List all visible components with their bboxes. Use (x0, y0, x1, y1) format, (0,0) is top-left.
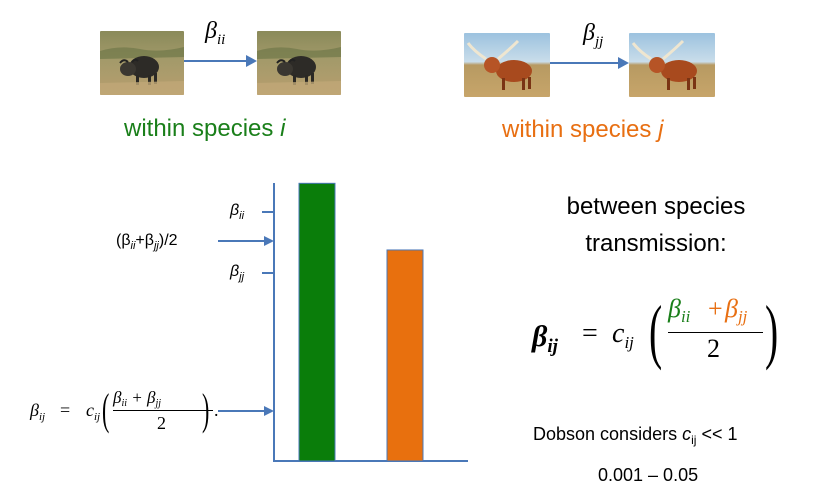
transmission-arrow-jj (550, 57, 629, 69)
bar-beta-ii (298, 182, 336, 462)
tick-label-beta-ii: βii (230, 202, 245, 222)
cattle-photo-before (464, 33, 550, 97)
buffalo-photo-before (100, 31, 184, 95)
dobson-note: Dobson considers cij << 1 (533, 424, 738, 447)
right-formula: βij = cij ( βii + βjj 2 ) (532, 291, 779, 371)
between-species-title-line1: between species (566, 193, 746, 220)
c-ij-range: 0.001 – 0.05 (598, 465, 699, 485)
bar-beta-jj (386, 249, 424, 462)
transmission-arrow-ii (184, 55, 257, 67)
beta-jj-label: βjj (583, 20, 604, 50)
mean-label: (βii+βjj)/2 (116, 232, 178, 252)
caption-within-species-i: within species i (124, 115, 286, 142)
buffalo-photo-after (257, 31, 341, 95)
mean-arrow-head (264, 236, 274, 246)
caption-within-species-j: within species j (502, 116, 664, 143)
tick-label-beta-jj: βjj (230, 263, 245, 283)
cattle-photo-after (629, 33, 715, 97)
beta-ii-label: βii (205, 18, 226, 48)
formula-arrow-head (264, 406, 274, 416)
between-species-title-line2: transmission: (585, 230, 727, 257)
